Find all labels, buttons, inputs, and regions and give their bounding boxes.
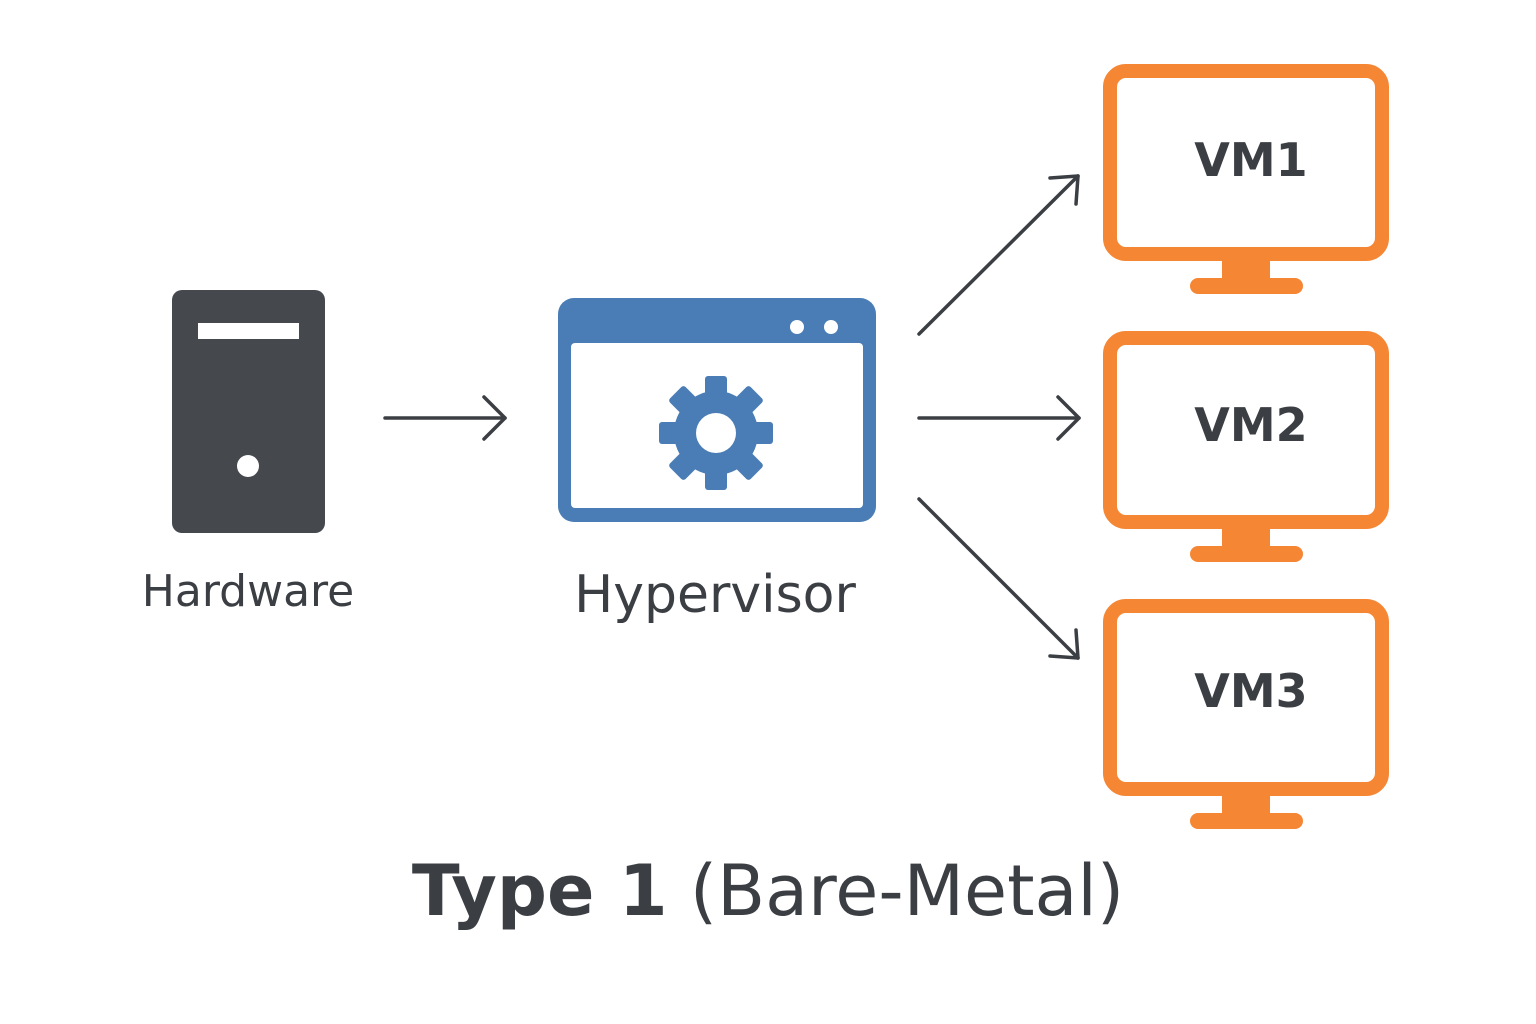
window-gear-icon [558, 298, 876, 522]
vm1-label: VM1 [1194, 133, 1308, 187]
vm3-label: VM3 [1194, 664, 1308, 718]
arrow-hypervisor-to-vm1 [917, 174, 1080, 336]
vm2-monitor-icon [1103, 331, 1389, 562]
hypervisor-label: Hypervisor [574, 565, 856, 625]
diagram-caption: Type 1 (Bare-Metal) [318, 850, 1218, 932]
arrow-hardware-to-hypervisor [383, 395, 507, 441]
server-tower-icon [172, 290, 325, 533]
arrow-hypervisor-to-vm2 [917, 395, 1081, 441]
vm2-label: VM2 [1194, 398, 1308, 452]
caption-subtitle: (Bare-Metal) [667, 850, 1125, 932]
vm1-monitor-icon [1103, 64, 1389, 294]
arrow-hypervisor-to-vm3 [917, 497, 1080, 660]
vm3-monitor-icon [1103, 599, 1389, 829]
caption-type: Type 1 [411, 850, 668, 932]
hardware-label: Hardware [141, 566, 355, 617]
